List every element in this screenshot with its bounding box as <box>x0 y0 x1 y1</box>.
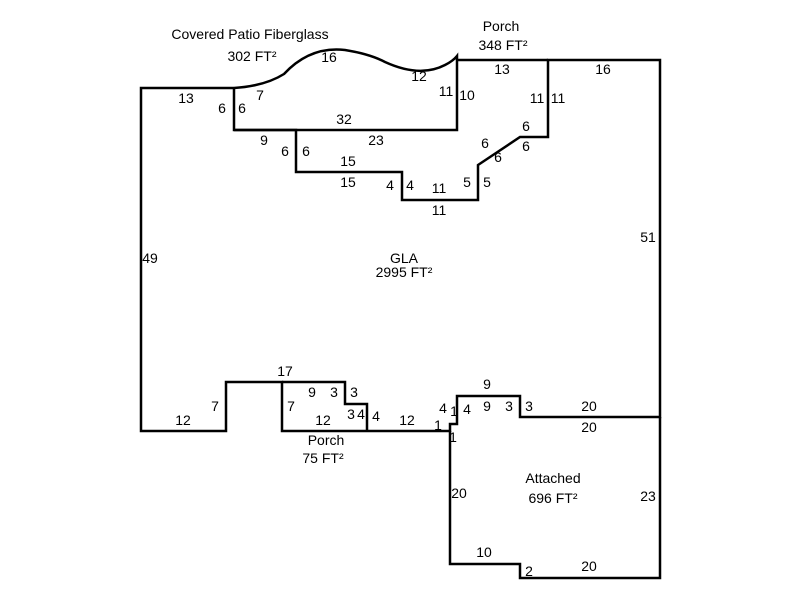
dim-label: 23 <box>368 132 384 148</box>
dim-label: 1 <box>450 403 458 419</box>
gla-label: GLA <box>390 250 419 266</box>
dim-label: 4 <box>439 400 447 416</box>
dim-label: 15 <box>340 153 356 169</box>
patio-outline <box>233 48 459 132</box>
dim-label: 9 <box>308 384 316 400</box>
dim-label: 4 <box>463 401 471 417</box>
dim-label: 20 <box>451 485 467 501</box>
dim-label: 9 <box>260 132 268 148</box>
dim-label: 3 <box>347 406 355 422</box>
dim-label: 3 <box>350 384 358 400</box>
dim-label: 13 <box>178 90 194 106</box>
dim-label: 23 <box>640 488 656 504</box>
dim-label: 4 <box>406 177 414 193</box>
dim-label: 7 <box>256 87 264 103</box>
dim-label: 32 <box>336 111 352 127</box>
dim-label: 9 <box>483 376 491 392</box>
dim-label: 5 <box>463 174 471 190</box>
dim-label: 4 <box>386 177 394 193</box>
dim-label: 4 <box>372 408 380 424</box>
gla-outline <box>139 58 662 433</box>
dim-label: 3 <box>525 398 533 414</box>
dim-label: 3 <box>505 398 513 414</box>
attached-size: 696 FT² <box>528 490 577 506</box>
dim-label: 6 <box>218 100 226 116</box>
dim-label: 1 <box>434 417 442 433</box>
dim-label: 2 <box>525 563 533 579</box>
porch-top-label: Porch <box>483 18 520 34</box>
dim-label: 10 <box>459 87 475 103</box>
dim-label: 7 <box>211 398 219 414</box>
dim-label: 1 <box>449 429 457 445</box>
porch-bottom-outline <box>282 380 369 431</box>
dim-label: 6 <box>522 138 530 154</box>
dim-label: 4 <box>357 406 365 422</box>
dim-label: 12 <box>411 68 427 84</box>
dim-label: 6 <box>494 149 502 165</box>
porch-top-size: 348 FT² <box>478 37 527 53</box>
attached-label: Attached <box>525 470 580 486</box>
dim-label: 20 <box>581 558 597 574</box>
dim-label: 10 <box>476 544 492 560</box>
dimension-labels: 16 12 11 10 13 7 6 6 32 9 23 6 6 15 15 4… <box>142 49 656 579</box>
dim-label: 11 <box>432 180 447 196</box>
dim-label: 51 <box>640 229 656 245</box>
dim-label: 6 <box>238 100 246 116</box>
dim-label: 13 <box>494 61 510 77</box>
dim-label: 15 <box>340 174 356 190</box>
dim-label: 6 <box>481 135 489 151</box>
porch-bottom-size: 75 FT² <box>302 450 344 466</box>
dim-label: 20 <box>581 419 597 435</box>
porch-bottom-label: Porch <box>308 432 345 448</box>
dim-label: 16 <box>321 49 337 65</box>
dim-label: 11 <box>551 90 566 106</box>
dim-label: 6 <box>281 143 289 159</box>
gla-size: 2995 FT² <box>376 264 433 280</box>
dim-label: 11 <box>439 83 454 99</box>
dim-label: 16 <box>595 61 611 77</box>
dim-label: 20 <box>581 398 597 414</box>
patio-size: 302 FT² <box>227 48 276 64</box>
dim-label: 9 <box>483 398 491 414</box>
patio-label: Covered Patio Fiberglass <box>171 26 328 42</box>
dim-label: 3 <box>330 384 338 400</box>
dim-label: 12 <box>399 412 415 428</box>
dim-label: 17 <box>277 363 293 379</box>
dim-label: 6 <box>302 143 310 159</box>
dim-label: 6 <box>522 118 530 134</box>
dim-label: 5 <box>483 174 491 190</box>
dim-label: 7 <box>287 398 295 414</box>
dim-label: 11 <box>432 202 447 218</box>
dim-label: 12 <box>315 412 331 428</box>
dim-label: 11 <box>530 90 545 106</box>
dim-label: 49 <box>142 250 158 266</box>
dim-label: 12 <box>175 412 191 428</box>
attached-outline <box>448 417 662 580</box>
